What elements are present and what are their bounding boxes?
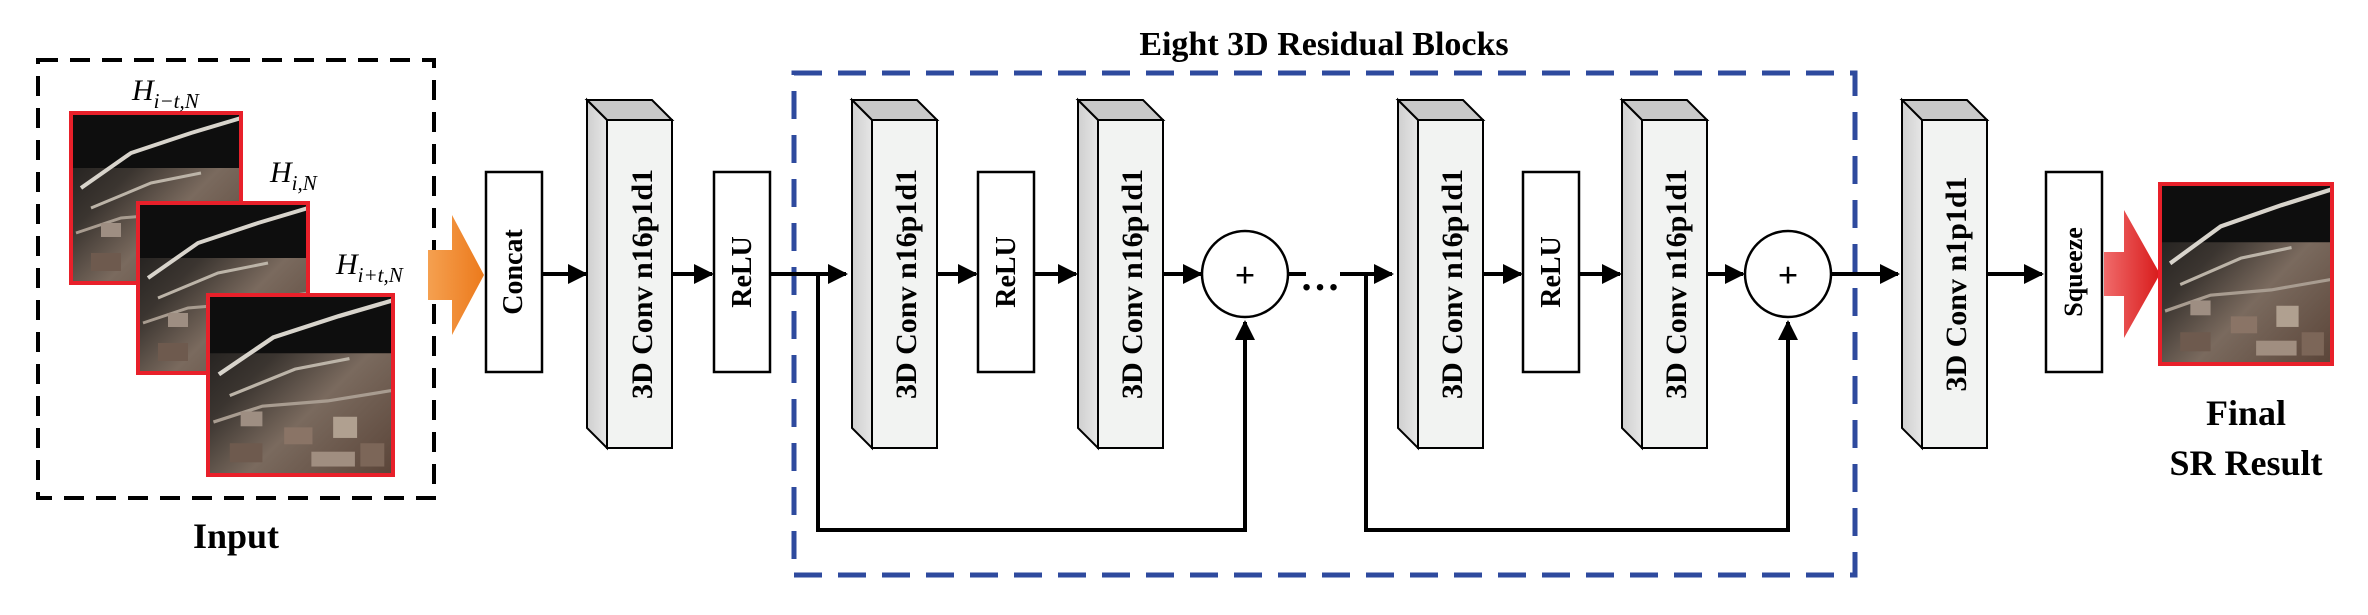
res2-conv-a-block (1395, 97, 1486, 451)
res1-conv-a-label: 3D Conv n16p1d1 (890, 169, 923, 399)
output-image (2158, 182, 2334, 366)
frame-label-curr: Hi,N (269, 156, 318, 195)
res2-conv-b-label: 3D Conv n16p1d1 (1660, 169, 1693, 399)
res2-sum-node (1743, 229, 1833, 319)
input-frame-next (206, 293, 395, 477)
squeeze-label: Squeeze (2059, 227, 2088, 317)
input-arrow (428, 215, 484, 335)
conv-first-label: 3D Conv n16p1d1 (626, 169, 659, 399)
res2-skip-connection (1364, 274, 1798, 532)
concat-label: Concat (498, 229, 529, 315)
output-caption-line2: SR Result (2169, 443, 2322, 483)
res1-relu-label: ReLU (991, 236, 1022, 308)
res1-conv-b-block (1075, 97, 1166, 451)
res2-conv-a-label: 3D Conv n16p1d1 (1436, 169, 1469, 399)
res1-sum-node (1200, 229, 1290, 319)
conv-first-block (584, 97, 675, 451)
res2-sum-symbol: + (1778, 255, 1799, 295)
conv-last-label: 3D Conv n1p1d1 (1940, 176, 1973, 391)
frame-label-next: Hi+t,N (335, 248, 404, 287)
residual-group-title: Eight 3D Residual Blocks (1139, 26, 1508, 63)
res1-relu-block (976, 170, 1036, 374)
concat-block (484, 170, 544, 374)
relu-first-label: ReLU (727, 236, 758, 308)
relu-first-block (712, 170, 772, 374)
residual-group-border (791, 70, 1858, 578)
res1-sum-symbol: + (1235, 255, 1256, 295)
conv-last-block (1899, 97, 1990, 451)
output-arrow (2104, 210, 2160, 338)
res2-relu-label: ReLU (1536, 236, 1567, 308)
res1-conv-a-block (849, 97, 940, 451)
output-caption-line1: Final (2206, 393, 2286, 433)
ellipsis: … (1300, 254, 1340, 299)
squeeze-block (2044, 170, 2104, 374)
res1-skip-connection (816, 274, 1255, 532)
res1-conv-b-label: 3D Conv n16p1d1 (1116, 169, 1149, 399)
res2-conv-b-block (1619, 97, 1710, 451)
input-caption: Input (193, 516, 279, 556)
res2-relu-block (1521, 170, 1581, 374)
frame-label-prev: Hi−t,N (131, 74, 200, 113)
